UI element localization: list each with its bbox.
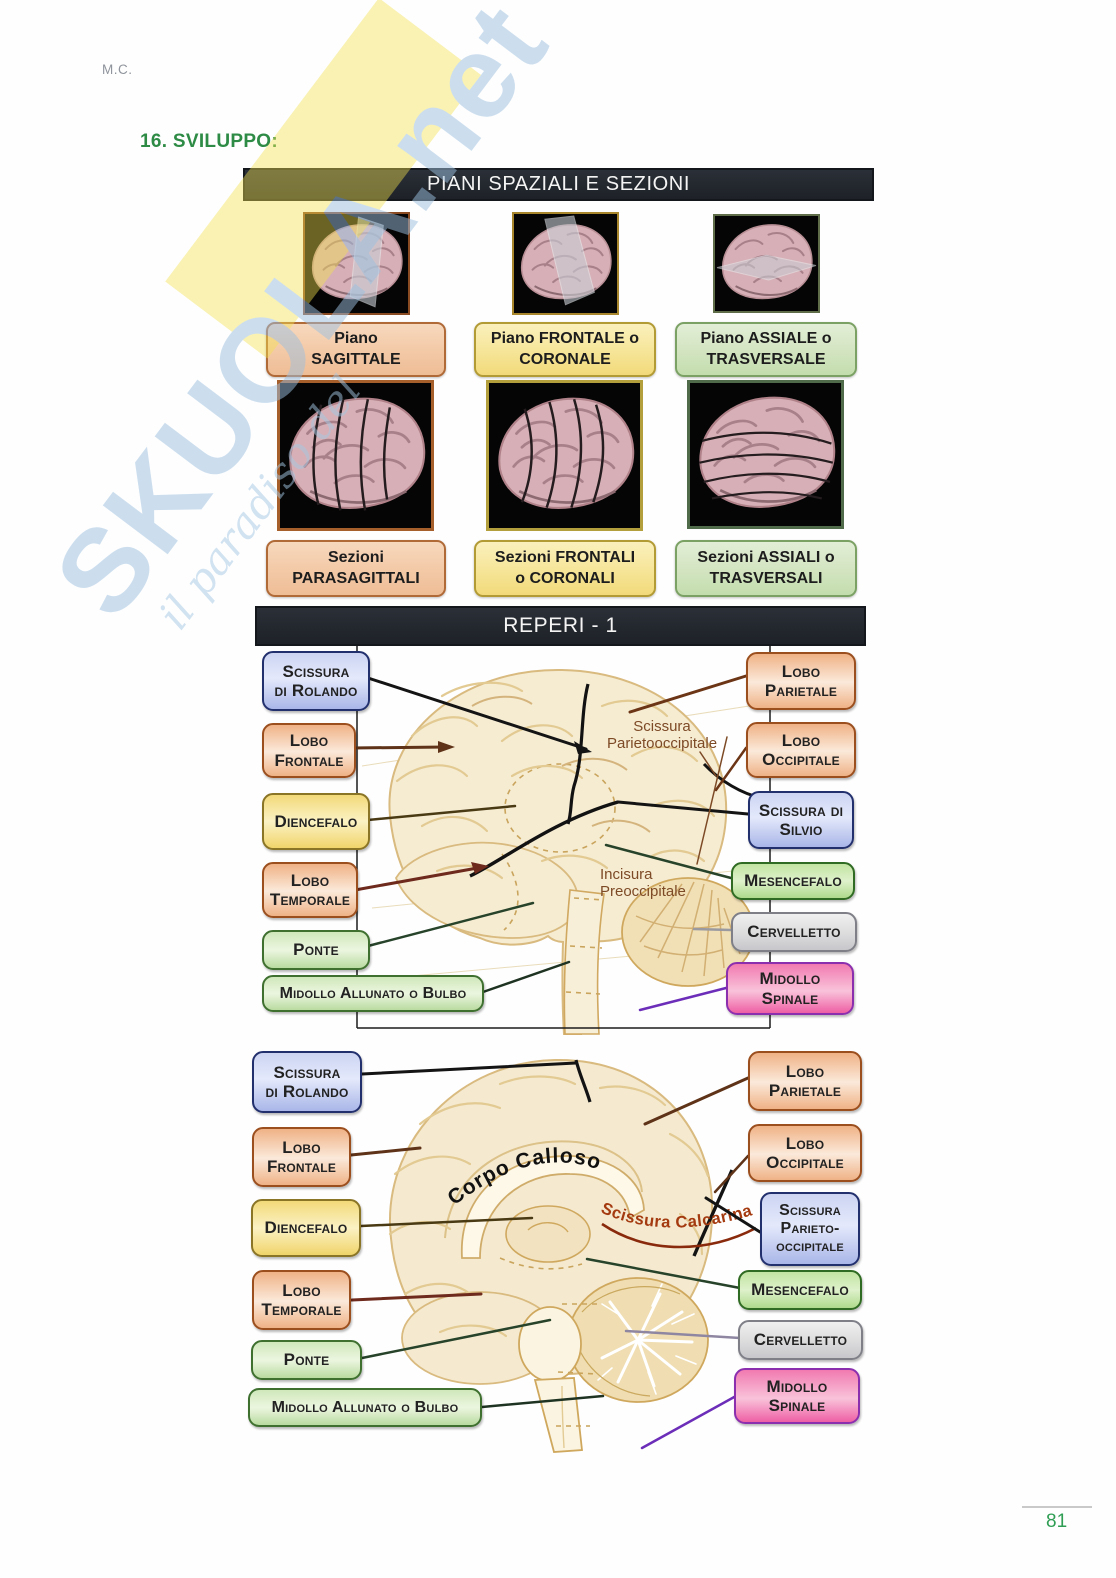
plate-line: CORONALE bbox=[519, 350, 611, 368]
scissura-calcarina-curved-label: Scissura Calcarina bbox=[598, 1199, 754, 1231]
planes-header-bar: PIANI SPAZIALI E SEZIONI bbox=[243, 168, 874, 201]
photo-piano-frontale bbox=[512, 212, 619, 315]
annotation-incisura-preoccipitale: Incisura Preoccipitale bbox=[600, 866, 706, 901]
plate-line: Piano FRONTALE o bbox=[490, 329, 640, 347]
plate-line: Sezioni FRONTALI bbox=[494, 548, 636, 566]
label-sezioni-frontali: Sezioni FRONTALI o CORONALI bbox=[474, 540, 656, 597]
brain-frontal-plane-art bbox=[520, 215, 612, 306]
planes-header-label: PIANI SPAZIALI E SEZIONI bbox=[427, 173, 690, 195]
brain-sagittal-plane-art bbox=[311, 216, 403, 308]
photo-sezioni-frontali bbox=[486, 380, 643, 531]
callout-d1-ponte: Ponte bbox=[262, 930, 370, 970]
photo-piano-assiale bbox=[713, 214, 820, 313]
callout-d2-ponte: Ponte bbox=[251, 1340, 362, 1380]
brain-parasagittal-sections-art bbox=[288, 397, 426, 511]
annotation-line: Scissura bbox=[633, 718, 691, 735]
plate-line: TRASVERSALE bbox=[706, 350, 826, 368]
callout-d1-diencefalo: Diencefalo bbox=[262, 793, 370, 850]
page-title: 16. SVILUPPO: bbox=[140, 131, 278, 152]
annotation-line: Incisura bbox=[600, 866, 653, 883]
plate-line: Sezioni bbox=[327, 548, 384, 566]
brain-frontal-sections-art bbox=[497, 397, 635, 510]
callout-d2-mesencefalo: Mesencefalo bbox=[738, 1270, 862, 1310]
label-sezioni-assiali: Sezioni ASSIALI o TRASVERSALI bbox=[675, 540, 857, 597]
reperi-header-bar: REPERI - 1 bbox=[255, 606, 866, 646]
photo-sezioni-assiali bbox=[687, 380, 844, 529]
reperi-header-label: REPERI - 1 bbox=[503, 614, 618, 637]
label-sezioni-parasagittali: Sezioni PARASAGITTALI bbox=[266, 540, 446, 597]
annotation-line: Preoccipitale bbox=[600, 883, 686, 901]
footer-rule bbox=[1022, 1506, 1092, 1508]
callout-d2-midollo-allunato: Midollo Allunato o Bulbo bbox=[248, 1388, 482, 1427]
plate-line: PARASAGITTALI bbox=[292, 569, 420, 587]
annotation-scissura-parietooccipitale: Scissura Parietooccipitale bbox=[596, 718, 728, 753]
callout-d2-diencefalo: Diencefalo bbox=[251, 1199, 361, 1257]
photo-sezioni-parasagittali bbox=[277, 380, 434, 531]
corpo-calloso-curved-label: Corpo Calloso bbox=[443, 1144, 603, 1210]
plate-line: Sezioni ASSIALI o bbox=[697, 548, 835, 566]
author-initials: M.C. bbox=[102, 62, 133, 77]
plate-line: SAGITTALE bbox=[311, 350, 401, 368]
photo-piano-sagittale bbox=[303, 212, 410, 315]
svg-text:Corpo Calloso: Corpo Calloso bbox=[443, 1144, 604, 1210]
plate-line: TRASVERSALI bbox=[709, 569, 823, 587]
plate-line: o CORONALI bbox=[515, 569, 615, 587]
callout-d1-mesencefalo: Mesencefalo bbox=[731, 862, 855, 900]
callout-d1-midollo-allunato: Midollo Allunato o Bulbo bbox=[262, 975, 484, 1012]
brain-axial-sections-art bbox=[698, 396, 836, 509]
label-piano-assiale: Piano ASSIALE o TRASVERSALE bbox=[675, 322, 857, 377]
label-piano-sagittale: Piano SAGITTALE bbox=[266, 322, 446, 377]
label-piano-frontale: Piano FRONTALE o CORONALE bbox=[474, 322, 656, 377]
svg-text:Scissura Calcarina: Scissura Calcarina bbox=[598, 1199, 754, 1231]
plate-line: Piano ASSIALE o bbox=[700, 329, 832, 347]
callout-d2-cervelletto: Cervelletto bbox=[738, 1320, 863, 1360]
callout-d1-cervelletto: Cervelletto bbox=[731, 912, 857, 952]
annotation-line: Parietooccipitale bbox=[606, 735, 718, 753]
plate-line: Piano bbox=[334, 329, 378, 347]
brain-axial-plane-art bbox=[716, 223, 817, 300]
page-number: 81 bbox=[1046, 1511, 1068, 1532]
